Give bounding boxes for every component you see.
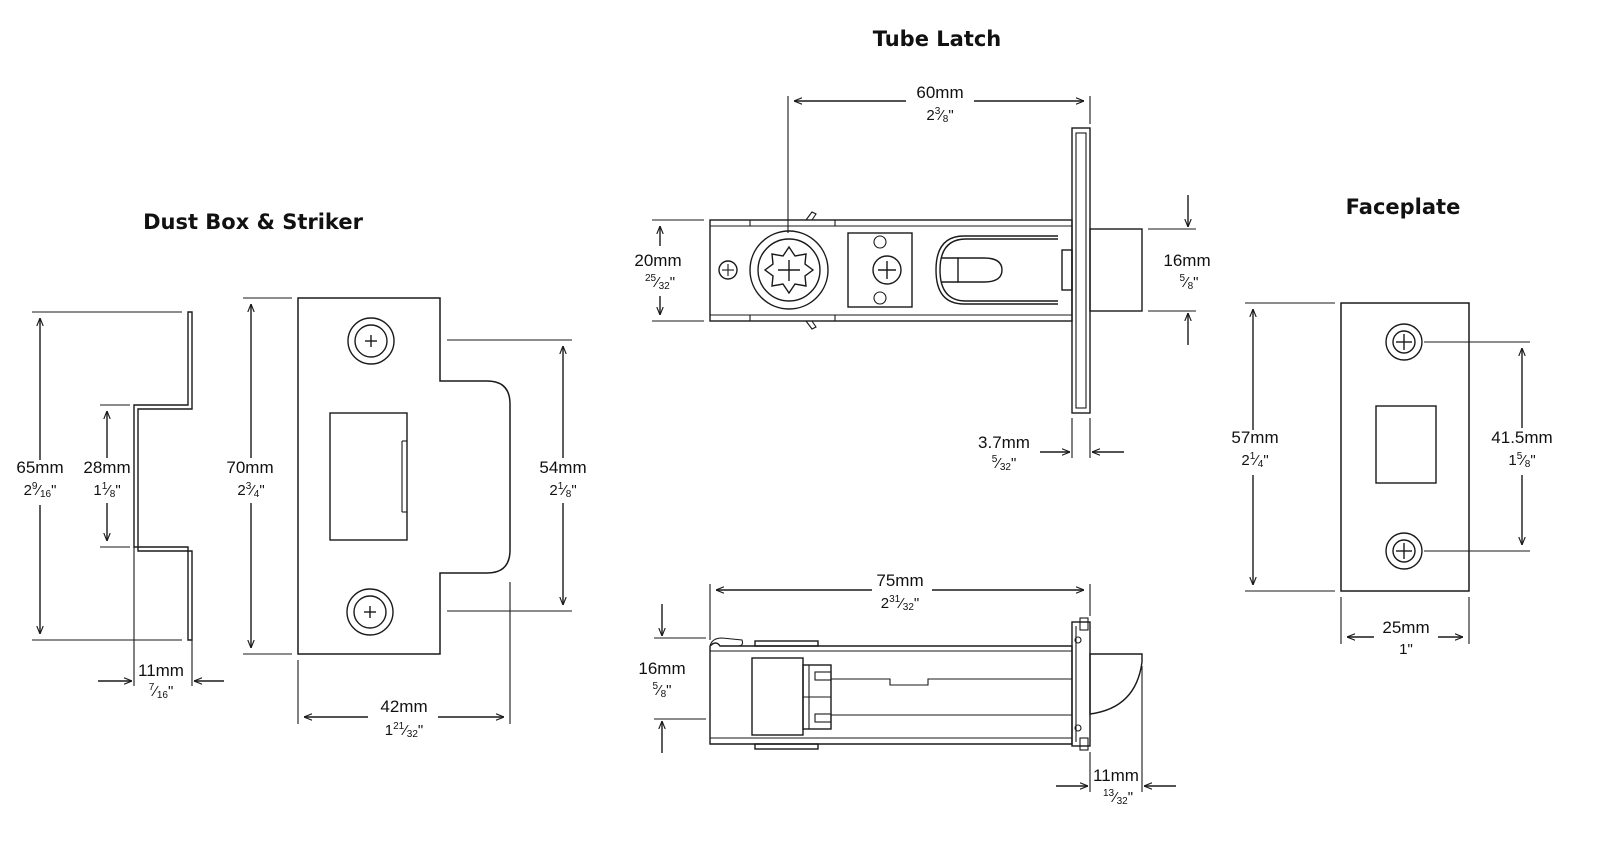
dust-box-height-dimension: 65mm 29⁄16" [16,311,182,641]
striker-plate [297,297,511,655]
bolt-height-dimension: 16mm 5⁄8" [1148,195,1211,345]
striker-width-mm: 42mm [380,697,427,716]
tube-diameter-dimension: 20mm 25⁄32" [634,219,704,322]
faceplate-width-in: 1" [1399,641,1413,658]
striker-height-mm: 70mm [226,458,273,477]
dust-box-height-in: 29⁄16" [24,481,57,500]
striker-inner-in: 21⁄8" [549,481,576,500]
tube-latch-backset-dimension: 60mm 23⁄8" [787,83,1091,233]
faceplate-screws-mm: 41.5mm [1491,428,1552,447]
follower-hub-icon [749,230,829,310]
latch-side-height-mm: 16mm [638,659,685,678]
dust-box-title: Dust Box & Striker [143,210,364,234]
faceplate-height-in: 21⁄4" [1241,451,1268,470]
faceplate [1340,302,1470,592]
latch-throw-dimension: 11mm 13⁄32" [1056,666,1176,807]
bolt-height-mm: 16mm [1163,251,1210,270]
striker-width-in: 121⁄32" [385,721,423,740]
faceplate-screw-centres-dimension: 41.5mm 15⁄8" [1424,341,1553,552]
striker-height-dimension: 70mm 23⁄4" [226,297,292,655]
latch-throw-in: 13⁄32" [1103,788,1133,807]
latch-side-height-dimension: 16mm 5⁄8" [638,604,706,753]
striker-width-dimension: 42mm 121⁄32" [297,582,511,740]
faceplate-height-dimension: 57mm 21⁄4" [1231,302,1335,592]
faceplate-bottom-screw-icon [1385,532,1423,570]
dust-box-box-in: 11⁄8" [93,481,120,500]
plate-thickness-in: 5⁄32" [992,454,1017,473]
striker-top-screw-icon [347,317,395,365]
striker-inner-mm: 54mm [539,458,586,477]
latch-length-mm: 75mm [876,571,923,590]
backset-in: 23⁄8" [926,106,953,125]
faceplate-width-mm: 25mm [1382,618,1429,637]
dust-box-depth-height-dimension: 28mm 11⁄8" [83,404,131,548]
dust-box-height-mm: 65mm [16,458,63,477]
tube-diameter-mm: 20mm [634,251,681,270]
dust-box-depth-mm: 11mm [138,661,184,680]
dust-box-depth-dimension: 11mm 7⁄16" [98,661,224,701]
tube-latch-side-view [709,617,1143,751]
faceplate-screws-in: 15⁄8" [1508,451,1535,470]
dust-box-profile [133,311,193,686]
striker-height-in: 23⁄4" [237,481,264,500]
backset-mm: 60mm [916,83,963,102]
tube-diameter-in: 25⁄32" [645,273,675,292]
striker-bottom-screw-icon [346,588,394,636]
tube-latch-title: Tube Latch [873,27,1002,51]
latch-length-dimension: 75mm 231⁄32" [709,571,1091,640]
faceplate-height-mm: 57mm [1231,428,1278,447]
faceplate-title: Faceplate [1346,195,1461,219]
tube-rivet-icon [718,260,738,280]
dust-box-box-mm: 28mm [83,458,130,477]
faceplate-top-screw-icon [1385,323,1423,361]
latch-side-height-in: 5⁄8" [653,681,672,700]
dust-box-depth-in: 7⁄16" [149,682,174,701]
plate-thickness-mm: 3.7mm [978,433,1030,452]
bolt-height-in: 5⁄8" [1180,273,1199,292]
tube-latch-top-view [709,127,1143,414]
latch-throw-mm: 11mm [1093,766,1139,785]
latch-length-in: 231⁄32" [881,594,919,613]
latch-plate-screw-icon [847,232,913,308]
faceplate-width-dimension: 25mm 1" [1340,597,1470,658]
faceplate-thickness-dimension: 3.7mm 5⁄32" [978,418,1124,473]
striker-inner-dimension: 54mm 21⁄8" [447,339,587,612]
